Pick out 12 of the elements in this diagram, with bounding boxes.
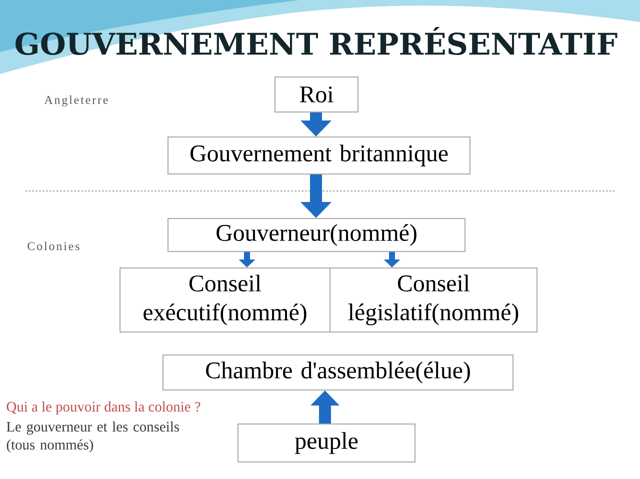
title: GOUVERNEMENT REPRÉSENTATIF	[16, 26, 618, 56]
box: Conseil exécutif(nommé)	[120, 268, 330, 332]
box: Gouverneur(nommé)	[168, 218, 466, 252]
box: Conseil législatif(nommé)	[330, 268, 538, 332]
question-text: Qui a le pouvoir dans la colonie ?	[6, 401, 200, 415]
region-label: Angleterre	[44, 96, 108, 106]
box: peuple	[238, 424, 416, 462]
answer-text: Le gouverneur et les conseils (tous nommés)	[6, 421, 179, 452]
box: Roi	[274, 76, 358, 112]
box: Gouvernement britannique	[168, 136, 470, 174]
region-label: Colonies	[28, 242, 80, 250]
box: Chambre d'assemblée(élue)	[162, 354, 514, 390]
